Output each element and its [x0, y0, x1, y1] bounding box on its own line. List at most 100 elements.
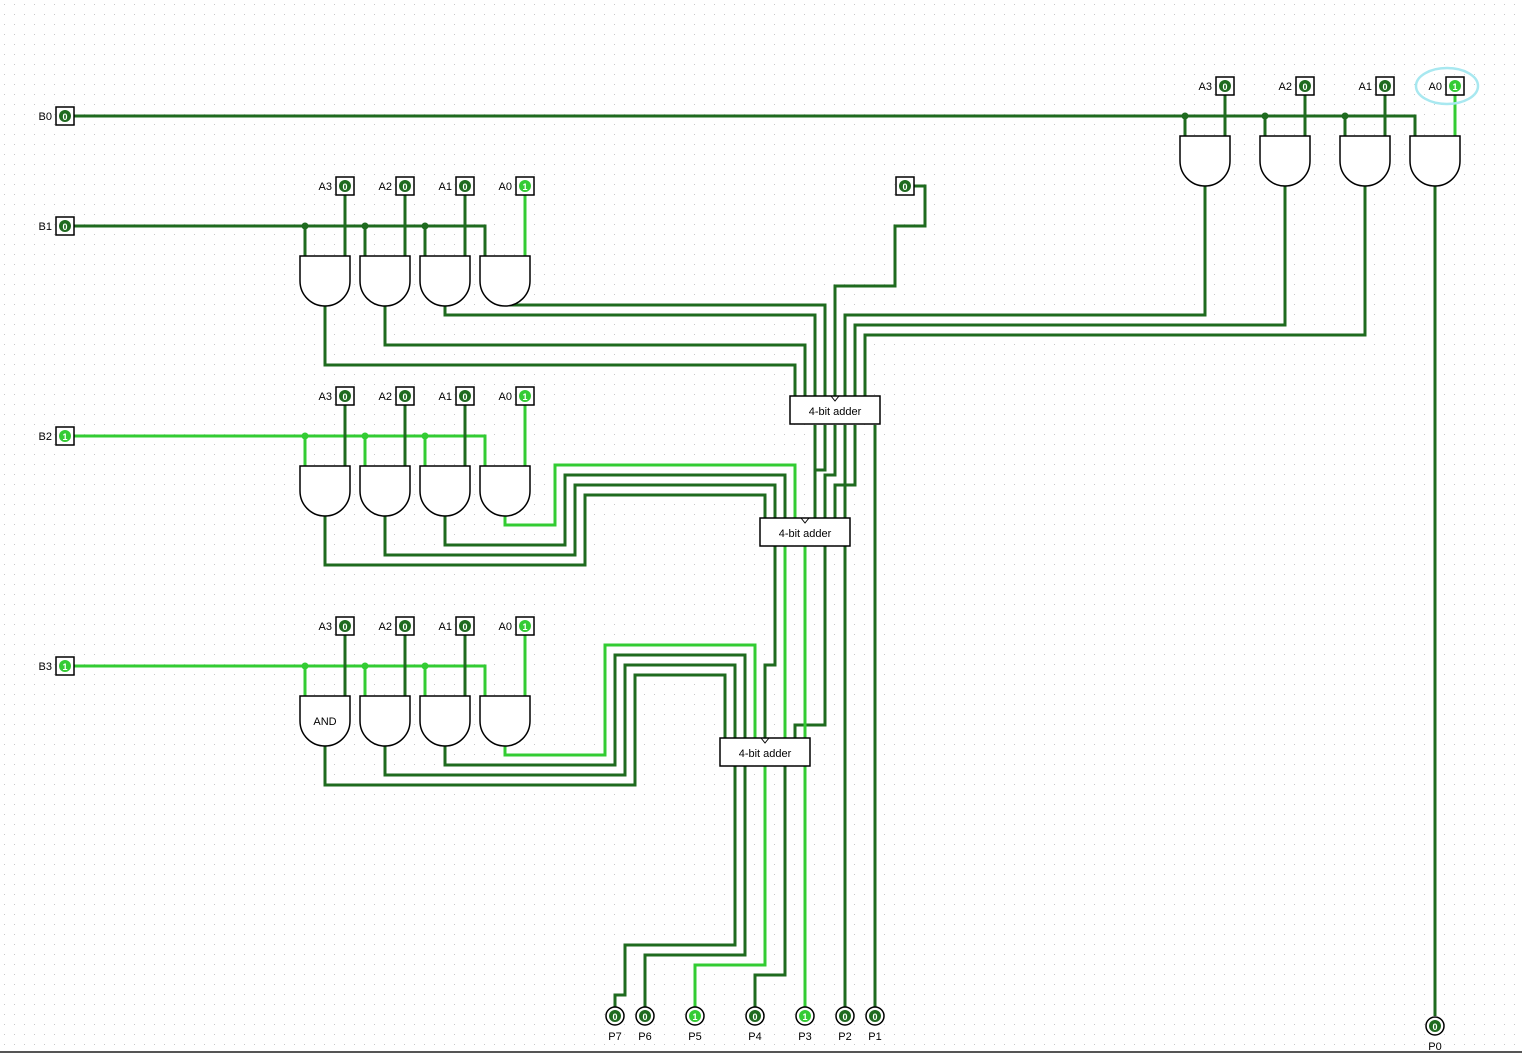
- pin-label: B1: [39, 221, 52, 233]
- pin-value: 0: [1222, 82, 1227, 92]
- pin-label: B3: [39, 661, 52, 673]
- pin-label: P2: [838, 1031, 851, 1043]
- row2-g1-to-adder2: [443, 473, 787, 547]
- and-gate: [1339, 135, 1391, 187]
- four-bit-adder-3[interactable]: 4-bit adder: [719, 737, 811, 767]
- and-gate: [1179, 135, 1231, 187]
- and-gate: [1409, 135, 1461, 187]
- output-pin-p6: 0P6: [635, 1006, 655, 1043]
- input-pin-row3-a1[interactable]: 0A1: [439, 616, 475, 636]
- and-gate: [359, 695, 411, 747]
- input-pin-b1[interactable]: 0 B1: [39, 216, 75, 236]
- input-pin-row2-a3[interactable]: 0A3: [319, 386, 355, 406]
- row2-g2-to-adder2: [383, 483, 777, 557]
- pin-label: A1: [439, 391, 452, 403]
- input-pin-row0-a1[interactable]: 0A1: [1359, 76, 1395, 96]
- row1-g0-to-adder1: [505, 303, 827, 396]
- pin-value: 0: [342, 182, 347, 192]
- pin-label: A0: [499, 181, 512, 193]
- pin-label: A0: [499, 391, 512, 403]
- pin-value: 0: [1302, 82, 1307, 92]
- pin-value: 0: [62, 222, 67, 232]
- p4-wire: [753, 765, 787, 1008]
- and-gates: AND: [299, 135, 1461, 747]
- input-pin-row2-a2[interactable]: 0 A2: [379, 386, 415, 406]
- pin-label: A0: [1429, 81, 1442, 93]
- adder1-out2: [823, 425, 837, 518]
- pin-label: A3: [319, 391, 332, 403]
- and-gate: [419, 695, 471, 747]
- carry-in-pin[interactable]: 0: [895, 176, 915, 196]
- four-bit-adder-1[interactable]: 4-bit adder: [789, 395, 881, 425]
- pin-value: 0: [402, 622, 407, 632]
- input-pin-row0-a3[interactable]: 0A3: [1199, 76, 1235, 96]
- pin-value: 1: [802, 1012, 807, 1022]
- pin-label: A2: [379, 181, 392, 193]
- row2-g3-to-adder2: [323, 493, 767, 567]
- pin-value: 0: [842, 1012, 847, 1022]
- adder-label: 4-bit adder: [809, 406, 862, 418]
- adders: 4-bit adder 4-bit adder 4-bit adder: [719, 395, 881, 767]
- row2-g0-to-adder2: [503, 463, 797, 527]
- p7-wire: [613, 765, 737, 1008]
- pin-value: 0: [402, 182, 407, 192]
- input-pin-row0-a0[interactable]: 1A0: [1429, 76, 1465, 96]
- pin-value: 0: [402, 392, 407, 402]
- pin-label: A1: [439, 621, 452, 633]
- input-pin-row3-a2[interactable]: 0A2: [379, 616, 415, 636]
- and-gate: [299, 255, 351, 307]
- and-gate: [359, 255, 411, 307]
- pin-label: A1: [439, 181, 452, 193]
- and-gate: [419, 465, 471, 517]
- pin-value: 0: [462, 392, 467, 402]
- input-pin-b0[interactable]: 0B0: [39, 106, 75, 126]
- pin-label: A0: [499, 621, 512, 633]
- input-pin-row1-a0[interactable]: 1 A0: [499, 176, 535, 196]
- input-pin-b2[interactable]: 1B2: [39, 426, 75, 446]
- pin-value: 1: [62, 662, 67, 672]
- pin-value: 0: [642, 1012, 647, 1022]
- input-pin-row3-a0[interactable]: 1A0: [499, 616, 535, 636]
- adder2-out-to-adder3-c: [763, 545, 777, 738]
- pin-label: A3: [319, 621, 332, 633]
- pin-value: 0: [612, 1012, 617, 1022]
- input-pin-b3[interactable]: 1 B3: [39, 656, 75, 676]
- pin-value: 1: [522, 392, 527, 402]
- b2-bus: [74, 434, 487, 466]
- input-pin-row2-a1[interactable]: 0 A1: [439, 386, 475, 406]
- and-gate: [1259, 135, 1311, 187]
- pin-value: 1: [692, 1012, 697, 1022]
- input-pin-row3-a3[interactable]: 0 A3: [319, 616, 355, 636]
- and-gate-label: AND: [313, 716, 336, 728]
- and-gate: AND: [299, 695, 351, 747]
- four-bit-adder-2[interactable]: 4-bit adder: [759, 517, 851, 547]
- pin-label: P7: [608, 1031, 621, 1043]
- row1-g2-to-adder1: [383, 305, 807, 396]
- pin-label: P5: [688, 1031, 701, 1043]
- row3-g0-to-adder3: [503, 643, 757, 757]
- row0-g2-to-adder1: [853, 185, 1287, 396]
- input-pin-row2-a0[interactable]: 1 A0: [499, 386, 535, 406]
- pin-value: 0: [872, 1012, 877, 1022]
- row3-g2-to-adder3: [383, 663, 737, 777]
- and-gate: [479, 255, 531, 307]
- pin-value: 0: [342, 622, 347, 632]
- pin-label: P4: [748, 1031, 761, 1043]
- and-gate: [299, 465, 351, 517]
- input-pin-row1-a2[interactable]: 0 A2: [379, 176, 415, 196]
- pin-value: 0: [1432, 1022, 1437, 1032]
- pin-value: 1: [522, 182, 527, 192]
- input-pin-row1-a1[interactable]: 0A1: [439, 176, 475, 196]
- output-pin-p3: 1P3: [795, 1006, 815, 1043]
- p6-wire: [643, 765, 747, 1008]
- pin-label: B2: [39, 431, 52, 443]
- input-pin-row1-a3[interactable]: 0A3: [319, 176, 355, 196]
- input-pin-row0-a2[interactable]: 0A2: [1279, 76, 1315, 96]
- and-gate: [359, 465, 411, 517]
- row3-g3-to-adder3: [323, 673, 727, 787]
- pin-label: B0: [39, 111, 52, 123]
- pin-label: A2: [379, 391, 392, 403]
- b1-bus: [74, 224, 487, 256]
